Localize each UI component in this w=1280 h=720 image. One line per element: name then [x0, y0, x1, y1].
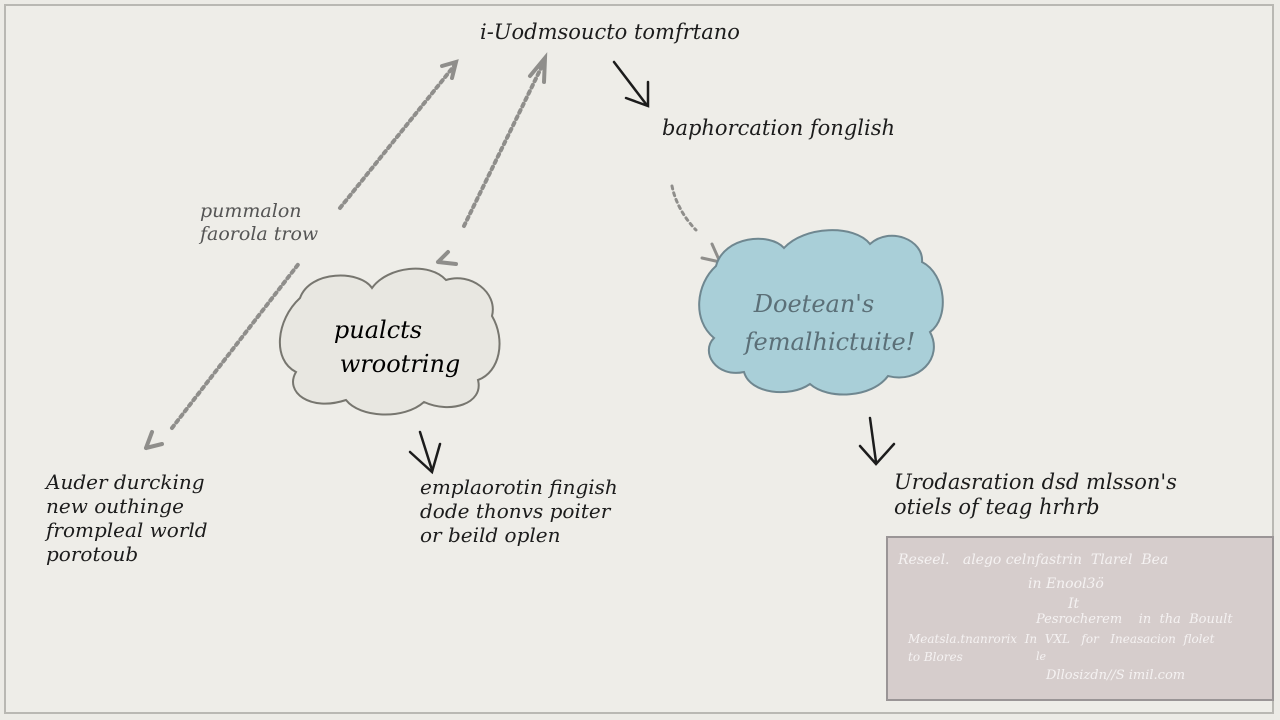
box-line5: Meatsla.tnanrorix In VXL for Ineasacion …: [908, 632, 1215, 646]
box-line3: It: [1068, 596, 1080, 612]
box-line7: le: [1036, 650, 1047, 663]
left-arrow-label: pummalon faorola trow: [200, 200, 318, 246]
dashed-arrow-to-blue-cloud: [670, 184, 723, 265]
bl-line1: Auder durcking: [46, 470, 205, 494]
cloud-blue-line1: Doetean's: [753, 290, 874, 318]
bm-line3: or beild oplen: [420, 523, 561, 547]
subtitle-node: baphorcation fonglish: [662, 116, 896, 140]
box-line2: in Enool3ö: [1028, 576, 1104, 592]
arrow-title-to-subtitle: [612, 60, 650, 108]
bl-line3: frompleal world: [46, 518, 208, 542]
cloud-blue-line2: femalhictuite!: [743, 328, 916, 356]
box-line1: Reseel. alego celnfastrin Tlarel Bea: [898, 552, 1169, 568]
dashed-arrow-middle: [436, 52, 548, 266]
bm-line2: dode thonvs poiter: [420, 499, 611, 523]
cloud-blue: [698, 229, 944, 396]
left-note-line2: faorola trow: [200, 222, 319, 245]
diagram-title: i-Uodmsoucto tomfrtano: [480, 20, 740, 44]
left-note-line1: pummalon: [200, 200, 302, 222]
bl-line4: porotoub: [46, 542, 139, 566]
cloud-grey-line2: wrootring: [340, 350, 461, 378]
bottom-middle-node: emplaorotin fingish dode thonvs poiter o…: [420, 475, 618, 547]
cloud-grey: [279, 267, 501, 416]
dashed-arrow-left: [144, 59, 459, 450]
arrow-blue-cloud-down: [858, 416, 896, 466]
box-line4: Pesrocherem in tha Bouult: [1036, 612, 1233, 627]
br-line1: Urodasration dsd mlsson's: [894, 470, 1177, 494]
box-line6: to Blores: [908, 650, 963, 664]
info-box: Reseel. alego celnfastrin Tlarel Bea in …: [886, 536, 1274, 701]
bl-line2: new outhinge: [46, 494, 184, 518]
cloud-grey-line1: pualcts: [334, 316, 422, 344]
box-line8: Dllosizdn//S imil.com: [1046, 668, 1186, 683]
bottom-right-node: Urodasration dsd mlsson's otiels of teag…: [894, 470, 1177, 520]
bm-line1: emplaorotin fingish: [420, 475, 618, 499]
arrow-grey-cloud-down: [408, 430, 442, 475]
br-line2: otiels of teag hrhrb: [894, 495, 1100, 520]
bottom-left-node: Auder durcking new outhinge frompleal wo…: [46, 470, 208, 566]
